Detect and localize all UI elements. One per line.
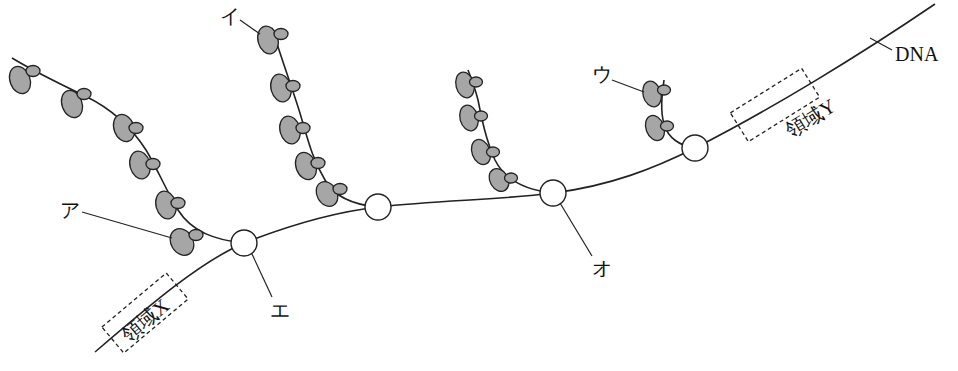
rna-polymerase	[365, 194, 391, 220]
part-label: イ	[220, 6, 240, 26]
mrna-strand	[12, 58, 244, 243]
ribosome	[165, 224, 203, 259]
ribosome	[127, 149, 160, 181]
ribosome	[292, 149, 325, 182]
leader-line	[612, 80, 644, 92]
ribosome	[255, 24, 288, 56]
leader-line	[240, 20, 260, 34]
strand-label: DNA	[895, 44, 938, 64]
ribosome	[485, 165, 517, 195]
part-label: ア	[60, 200, 80, 220]
ribosome	[6, 63, 40, 96]
leader-line	[870, 38, 892, 50]
mrna-strand	[468, 70, 553, 193]
ribosome	[468, 137, 499, 168]
rna-polymerase	[231, 230, 257, 256]
region-box	[102, 273, 188, 353]
ribosome	[58, 87, 91, 120]
leader-line	[82, 212, 172, 238]
leader-line	[252, 254, 272, 297]
ribosome	[457, 103, 488, 133]
ribosome	[110, 111, 143, 144]
ribosome	[268, 72, 300, 104]
region-label: 領域X	[118, 295, 173, 345]
region-label: 領域Y	[782, 95, 839, 141]
mrna-strand	[272, 28, 378, 207]
rna-polymerases	[231, 135, 708, 256]
dna-strand	[95, 4, 935, 352]
ribosome	[312, 178, 347, 211]
leader-line	[560, 203, 592, 256]
ribosome	[642, 113, 673, 144]
region-boxes	[102, 68, 820, 353]
ribosome	[277, 114, 310, 146]
strands	[12, 4, 935, 352]
ribosome	[153, 189, 185, 221]
leader-lines	[82, 20, 892, 297]
rna-polymerase	[682, 135, 708, 161]
part-label: ウ	[592, 64, 612, 84]
ribosome	[640, 79, 671, 109]
ribosomes	[6, 24, 674, 260]
part-label: エ	[270, 300, 290, 320]
ribosome	[453, 70, 483, 100]
rna-polymerase	[540, 180, 566, 206]
part-label: オ	[592, 258, 612, 278]
